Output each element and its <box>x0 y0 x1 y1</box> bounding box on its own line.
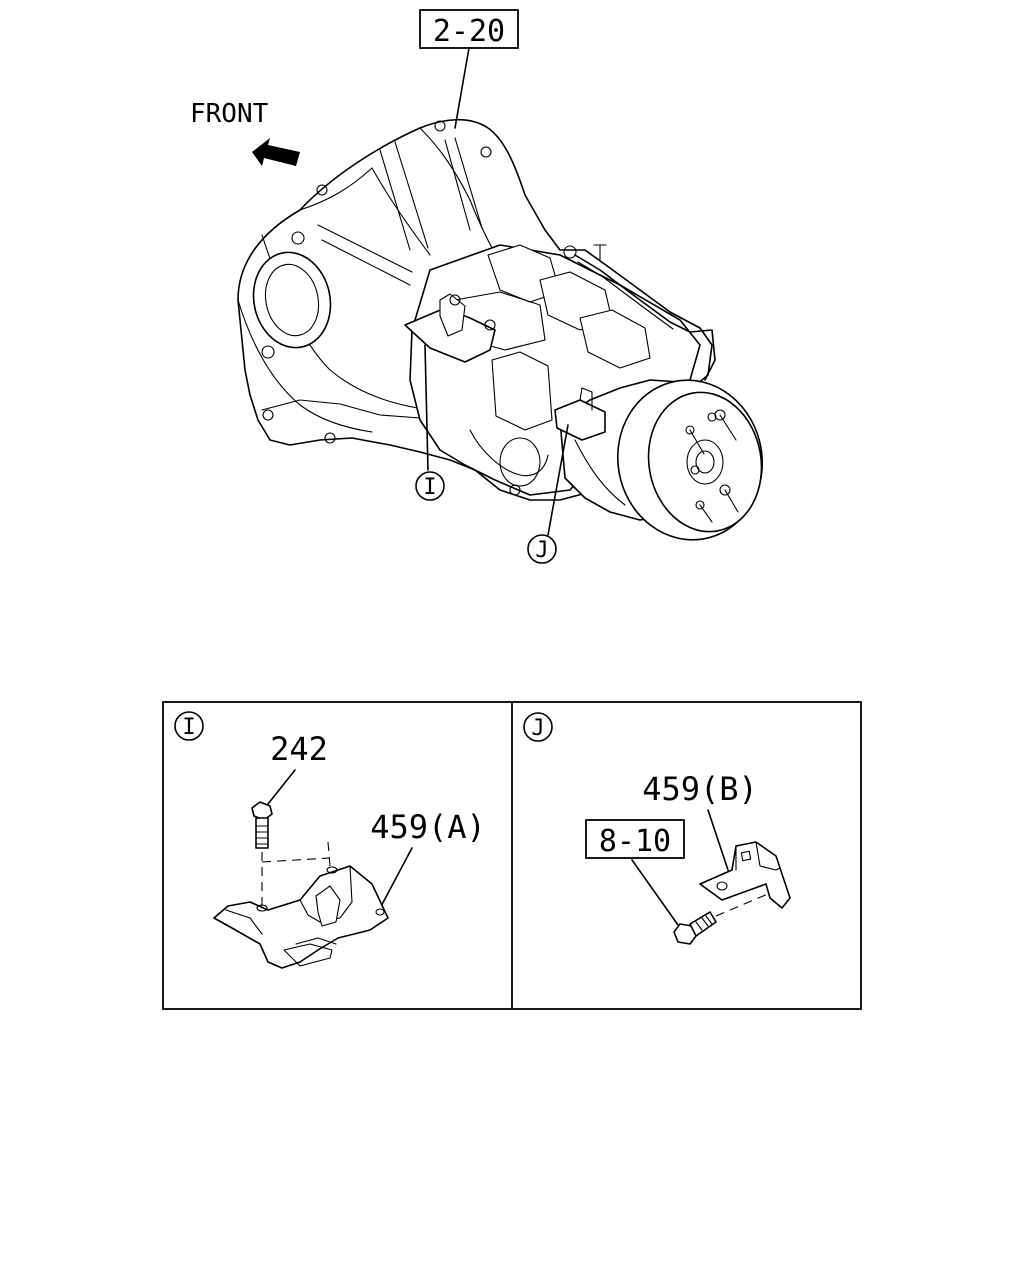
detail-panel-i: I 242 459(A) <box>174 711 486 969</box>
callout-j-text: J <box>535 538 548 563</box>
callout-i: I <box>415 344 445 501</box>
ref-box-8-10: 8-10 <box>585 819 685 859</box>
bracket-459a-icon <box>213 865 389 969</box>
panel-j-circle-text: J <box>531 716 544 741</box>
panel-i-circle-text: I <box>182 715 195 740</box>
bolt-242-icon <box>251 801 273 849</box>
callout-i-text: I <box>423 475 436 500</box>
part-242-label: 242 <box>270 730 328 768</box>
callout-j: J <box>527 424 569 564</box>
transmission-assembly <box>237 118 764 541</box>
bracket-459b-icon <box>699 841 791 909</box>
detail-panels <box>162 701 862 1010</box>
part-459b-label: 459(B) <box>642 770 758 808</box>
front-arrow-icon <box>252 138 300 166</box>
front-label: FRONT <box>190 99 269 129</box>
bolt-8-10-icon <box>673 911 717 945</box>
ref-box-2-20: 2-20 <box>419 9 519 49</box>
detail-panel-j: J 459(B) 8-10 <box>523 712 791 945</box>
ref-8-10-text: 8-10 <box>599 824 671 859</box>
part-459a-label: 459(A) <box>370 808 486 846</box>
ref-2-20-text: 2-20 <box>433 14 505 49</box>
